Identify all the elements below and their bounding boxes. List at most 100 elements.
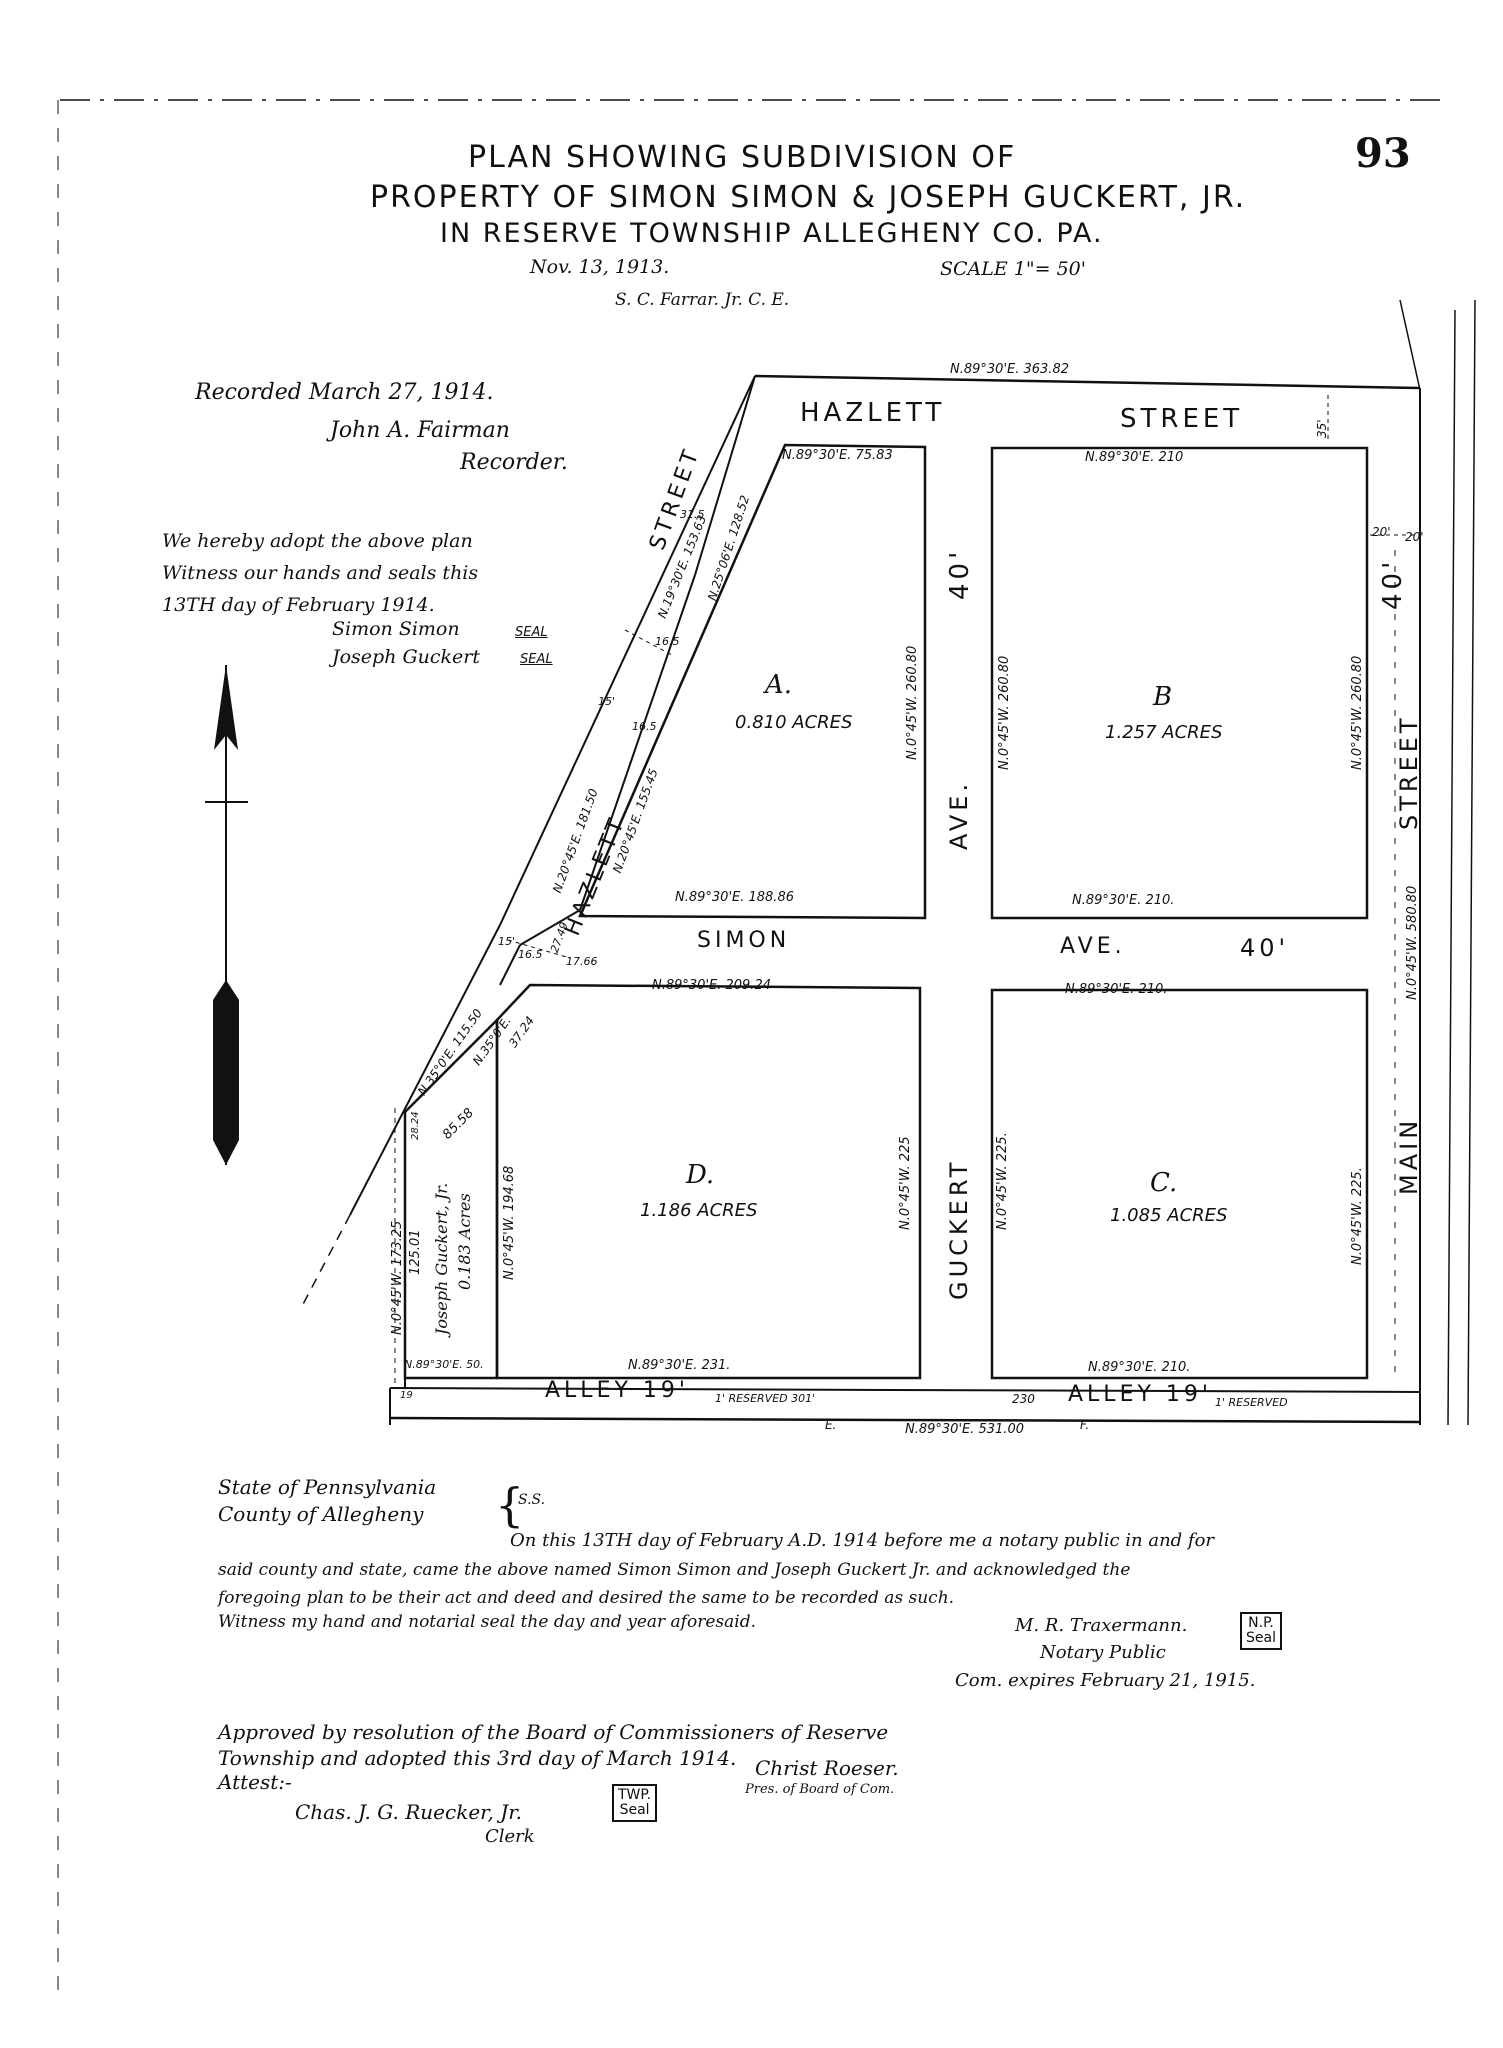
notary-ss: S.S. [518,1492,546,1508]
reserved-301: 1' RESERVED 301' [715,1392,816,1405]
hazlett-east-line-corner [519,909,581,946]
street-simon: SIMON [697,928,791,953]
dim-top-outer: N.89°30'E. 363.82 [950,362,1069,377]
dim-width-16-5b: 16.5 [632,720,657,733]
dim-width-16-5c: 16.5 [518,948,543,961]
hazlett-east-line-mid [579,574,696,911]
hazlett-west-dashed [299,1214,351,1311]
title-line-2: PROPERTY OF SIMON SIMON & JOSEPH GUCKERT… [370,180,1247,215]
small-lot-owner: Joseph Guckert, Jr. [432,1182,451,1335]
notary-seal: N.P. Seal [1240,1612,1282,1650]
point-e: E. [825,1418,837,1432]
street-simon-vert-width: 40' [945,547,975,600]
notary-state: State of Pennsylvania [218,1475,437,1499]
hazlett-west-line-lower [349,924,501,1216]
alley-label-east: ALLEY 19' [1068,1382,1212,1407]
hazlett-width-marker [624,629,673,656]
street-simon-width: 40' [1240,934,1290,962]
dim-c-left: N.0°45'W. 225. [995,1132,1010,1230]
dim-d-right: N.0°45'W. 225 [898,1136,913,1230]
hazlett-east-line-upper [694,375,756,576]
main-street-east-line [1447,309,1456,1426]
small-lot-acres: 0.183 Acres [455,1193,474,1290]
lot-b-outline [990,446,1369,920]
lot-a-outline [578,443,927,920]
dim-230: 230 [1012,1392,1035,1406]
adoption-seal-2: SEAL [520,652,553,667]
dim-a-right: N.0°45'W. 260.80 [905,645,920,760]
dim-d-left: N.0°45'W. 194.68 [502,1165,517,1280]
dim-width-20b: 20' [1405,530,1424,544]
lot-a-acres: 0.810 ACRES [735,712,853,733]
lot-d-letter: D. [686,1160,715,1190]
outer-top-line [754,374,1421,390]
notary-text-1: On this 13TH day of February A.D. 1914 b… [510,1530,1215,1551]
notary-county: County of Allegheny [218,1502,424,1526]
dim-a-bottom: N.89°30'E. 188.86 [675,890,794,905]
street-hazlett-top-street: STREET [1120,404,1244,434]
dim-small-bottom: N.89°30'E. 50. [404,1358,484,1371]
main-street-ne-line [1399,299,1421,391]
street-guckert: GUCKERT [945,1158,973,1300]
approval-pres-name: Christ Roeser. [755,1756,899,1780]
lot-d-acres: 1.186 ACRES [640,1200,758,1221]
notary-expires: Com. expires February 21, 1915. [955,1670,1256,1691]
street-main-street: STREET [1395,714,1423,830]
approval-line-1: Approved by resolution of the Board of C… [218,1720,889,1744]
hazlett-east-line-lower [499,944,521,986]
dim-width-15b: 15' [498,935,516,948]
dim-b-top: N.89°30'E. 210 [1085,450,1184,465]
engineer-name: S. C. Farrar. Jr. C. E. [615,290,790,310]
lot-d-outline [495,983,922,1380]
point-f: F. [1080,1418,1090,1432]
dim-width-19: 19 [400,1390,413,1401]
dim-outer-bottom: N.89°30'E. 531.00 [905,1422,1024,1437]
north-arrow-head [214,665,238,750]
lot-c-acres: 1.085 ACRES [1110,1205,1228,1226]
dim-c-right: N.0°45'W. 225. [1350,1167,1365,1265]
notary-text-2: said county and state, came the above na… [218,1560,1131,1580]
notary-text-3: foregoing plan to be their act and deed … [218,1588,955,1608]
dim-c-bottom: N.89°30'E. 210. [1088,1360,1191,1375]
lot-c-letter: C. [1150,1168,1178,1198]
lot-a-letter: A. [765,670,793,700]
lot-c-outline [990,988,1369,1380]
dim-width-35: 35' [1315,419,1329,438]
dim-a-top: N.89°30'E. 75.83 [782,448,893,463]
recorded-date: Recorded March 27, 1914. [195,380,494,405]
hazlett-width-marker-lower [507,939,571,959]
notary-text-4: Witness my hand and notarial seal the da… [218,1612,756,1632]
dim-small-outer: N.0°45'W. 173.25 [390,1220,405,1335]
alley-label-west: ALLEY 19' [545,1378,689,1403]
adoption-line-2: Witness our hands and seals this [162,562,479,584]
notary-title: Notary Public [1040,1642,1166,1663]
recorder-name: John A. Fairman [330,418,510,443]
street-main-width: 40' [1378,557,1408,610]
approval-line-2: Township and adopted this 3rd day of Mar… [218,1746,737,1770]
street-simon-ave: AVE. [1060,934,1126,959]
lot-b-letter: B [1153,682,1173,712]
dim-b-bottom: N.89°30'E. 210. [1072,893,1175,908]
adoption-line-1: We hereby adopt the above plan [162,530,473,552]
dim-c-top: N.89°30'E. 210. [1065,982,1168,997]
alley-north-line [389,1387,1421,1393]
lot-b-acres: 1.257 ACRES [1105,722,1223,743]
page-number: 93 [1355,130,1411,177]
approval-pres-title: Pres. of Board of Com. [745,1782,895,1797]
adoption-seal-1: SEAL [515,625,548,640]
main-street-far-line [1467,299,1476,1426]
dim-d-bottom: N.89°30'E. 231. [628,1358,731,1373]
dim-small-inner: 125.01 [408,1229,423,1276]
plan-scale: SCALE 1"= 50' [940,258,1086,280]
dim-width-16-5a: 16.5 [655,635,680,648]
street-simon-vert-ave: AVE. [945,779,973,850]
adoption-line-3: 13TH day of February 1914. [162,594,435,616]
hazlett-west-line [499,375,756,926]
approval-attest: Attest:- [218,1770,292,1794]
approval-clerk-name: Chas. J. G. Ruecker, Jr. [295,1800,522,1824]
adoption-signer-2: Joseph Guckert [332,646,481,668]
reserved-east: 1' RESERVED [1215,1396,1288,1409]
dim-b-right: N.0°45'W. 260.80 [1350,655,1365,770]
alley-south-line [389,1416,1421,1424]
recorder-title: Recorder. [460,450,568,475]
